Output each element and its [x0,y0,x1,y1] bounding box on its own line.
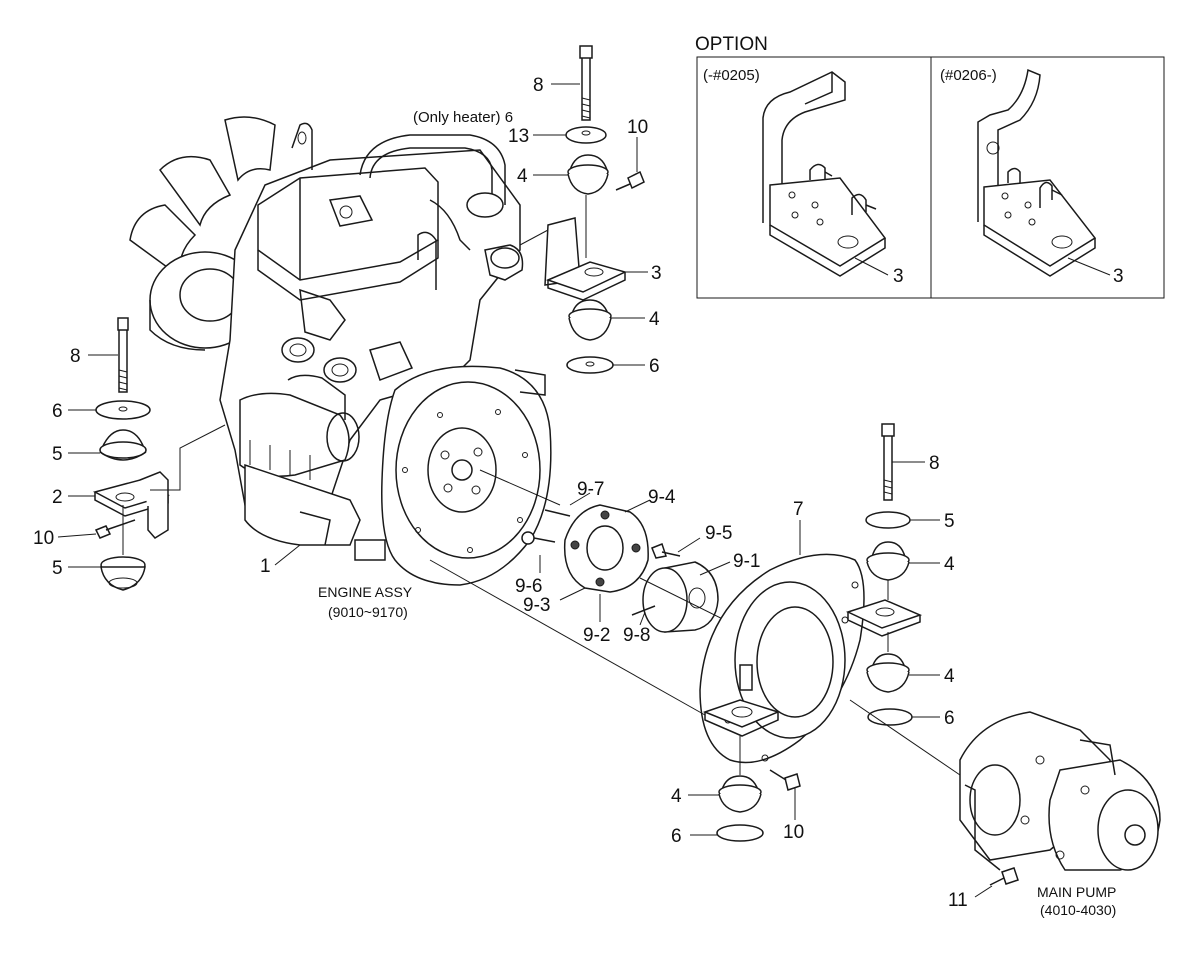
callout-5-right: 5 [944,511,955,532]
washer [716,824,764,842]
callout-9-2: 9-2 [583,625,610,646]
callout-2: 2 [52,487,63,508]
callout-9-3: 9-3 [523,595,550,616]
callout-4-bottom: 4 [671,786,682,807]
option-title: OPTION [695,34,768,55]
callout-7: 7 [793,499,804,520]
callout-9-1: 9-1 [733,551,760,572]
coupling-group [479,469,766,641]
callout-9-4: 9-4 [648,487,676,508]
callout-leaders [57,83,993,898]
fan-blade [159,155,232,227]
right-lower-mount-stack [865,423,913,726]
engine-assembly [129,116,552,586]
callout-9-6: 9-6 [515,576,542,597]
flange-bolt [627,170,645,190]
mount-bolt [881,423,895,437]
callout-9-5: 9-5 [705,523,732,544]
fan-blade [224,116,276,182]
callout-8-top: 8 [533,75,544,96]
washer [865,511,911,529]
callout-10-left: 10 [33,528,54,549]
bracket-variant-late [977,68,1097,277]
right-upper-mount-stack [519,45,645,374]
flexible-coupling [563,504,649,593]
option-right-range: (#0206-) [940,67,997,84]
callout-4-right-bot: 4 [944,666,955,687]
callout-6-left: 6 [52,401,63,422]
pump-caption-range: (4010-4030) [1040,902,1116,918]
option-left-range: (-#0205) [703,67,760,84]
callout-8-left: 8 [70,346,81,367]
callout-3-right: 3 [651,263,662,284]
callout-9-8: 9-8 [623,625,650,646]
main-pump [429,559,1161,886]
callout-labels: (Only heater) 6 8 13 10 4 3 4 6 8 6 5 2 … [33,75,968,911]
washer [95,400,151,420]
callout-heater-note: (Only heater) 6 [413,109,513,126]
flange-bolt [94,525,112,539]
callout-5-left-bot: 5 [52,558,63,579]
callout-6-bottom: 6 [671,826,682,847]
engine-part-number: 1 [260,556,271,577]
callout-10-top: 10 [627,117,648,138]
callout-4-mid: 4 [649,309,660,330]
flange-bolt [784,773,801,791]
callout-10-bottom: 10 [783,822,804,843]
callout-5-left-top: 5 [52,444,63,465]
callout-6-right: 6 [944,708,955,729]
callout-8-right: 8 [929,453,940,474]
pump-bolt [1001,867,1019,885]
callout-4-top: 4 [517,166,528,187]
option-left-part: 3 [893,266,904,287]
callout-4-right-top: 4 [944,554,955,575]
spring-pin [544,509,571,517]
option-right-part: 3 [1113,266,1124,287]
spring-pin [631,605,656,616]
mount-bolt [579,45,593,59]
pump-mounting-plate [699,553,923,764]
bottom-mount-stack [716,736,801,842]
flywheel [395,381,541,559]
oil-pan [244,463,361,546]
callout-13: 13 [508,126,529,147]
left-mount-stack [92,317,226,591]
option-panel: OPTION (-#0205) (#0206-) 3 [695,34,1165,299]
captions: ENGINE ASSY (9010~9170) MAIN PUMP (4010-… [318,584,1116,918]
callout-11: 11 [948,890,968,911]
callout-9-7: 9-7 [577,479,604,500]
mount-bolt [117,317,129,331]
pump-caption-title: MAIN PUMP [1037,884,1116,900]
washer [566,356,614,374]
bracket-variant-early [762,71,887,277]
callout-6-mid: 6 [649,356,660,377]
engine-caption-range: (9010~9170) [328,604,408,620]
engine-caption-title: ENGINE ASSY [318,584,413,600]
